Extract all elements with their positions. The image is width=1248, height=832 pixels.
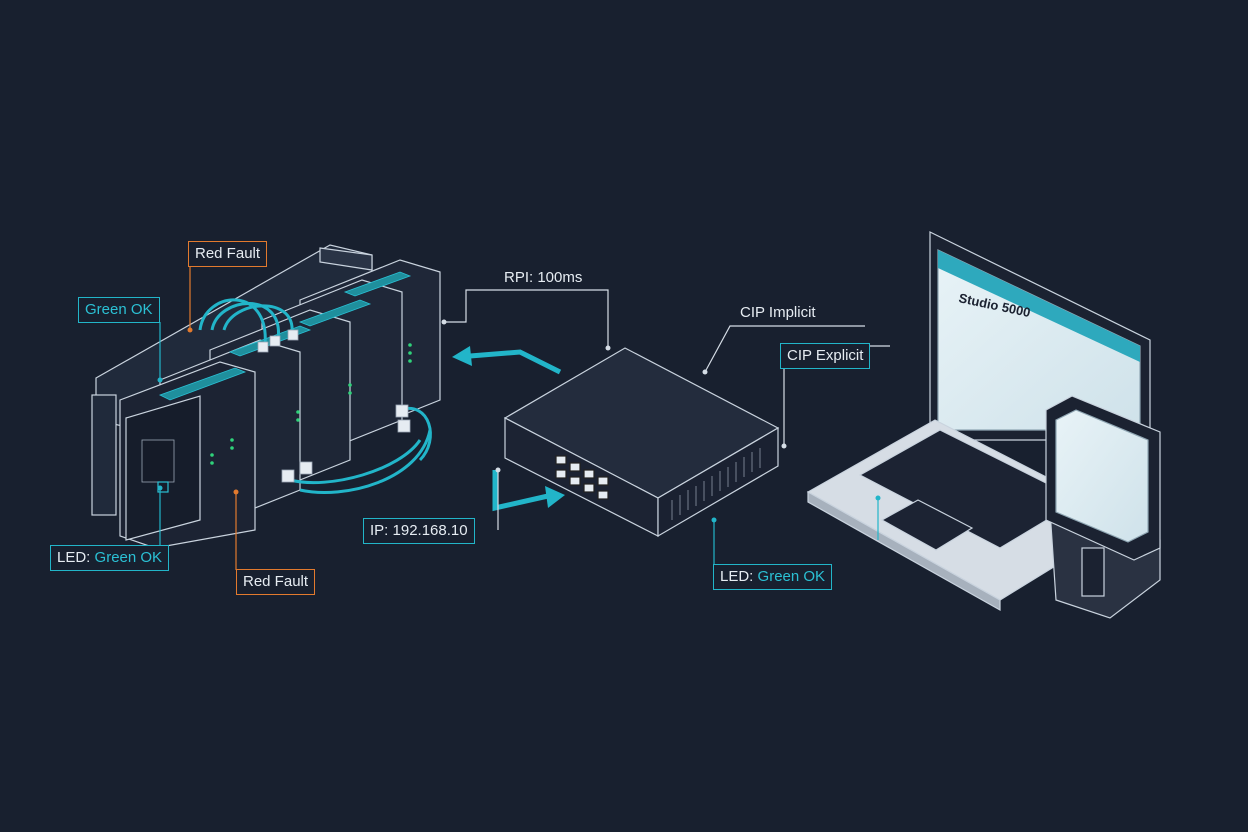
led-prefix: LED: (57, 549, 91, 566)
data-flow-arrow-icon (452, 346, 565, 512)
red-fault-label-top: Red Fault (188, 241, 268, 267)
rpi-label: RPI: 100ms (504, 269, 583, 286)
led-value: Green OK (94, 549, 163, 566)
led-status-label-left: LED: Green OK (50, 545, 170, 571)
ethernet-switch-icon (503, 347, 780, 538)
hmi-tablet-icon (1045, 395, 1161, 619)
led-status-label-right: LED: Green OK (713, 564, 833, 590)
cip-implicit-label: CIP Implicit (740, 304, 816, 321)
ethernet-cable-icon (198, 298, 432, 494)
ip-address-label: IP: 192.168.10 (363, 518, 475, 544)
laptop-icon (806, 231, 1151, 612)
led-value: Green OK (757, 568, 826, 585)
led-prefix: LED: (720, 568, 754, 585)
green-ok-label-left: Green OK (78, 297, 160, 323)
red-fault-label-bottom: Red Fault (236, 569, 316, 595)
cip-explicit-label: CIP Explicit (780, 343, 871, 369)
plc-rack-icon (91, 244, 441, 549)
status-led-group (210, 343, 412, 465)
